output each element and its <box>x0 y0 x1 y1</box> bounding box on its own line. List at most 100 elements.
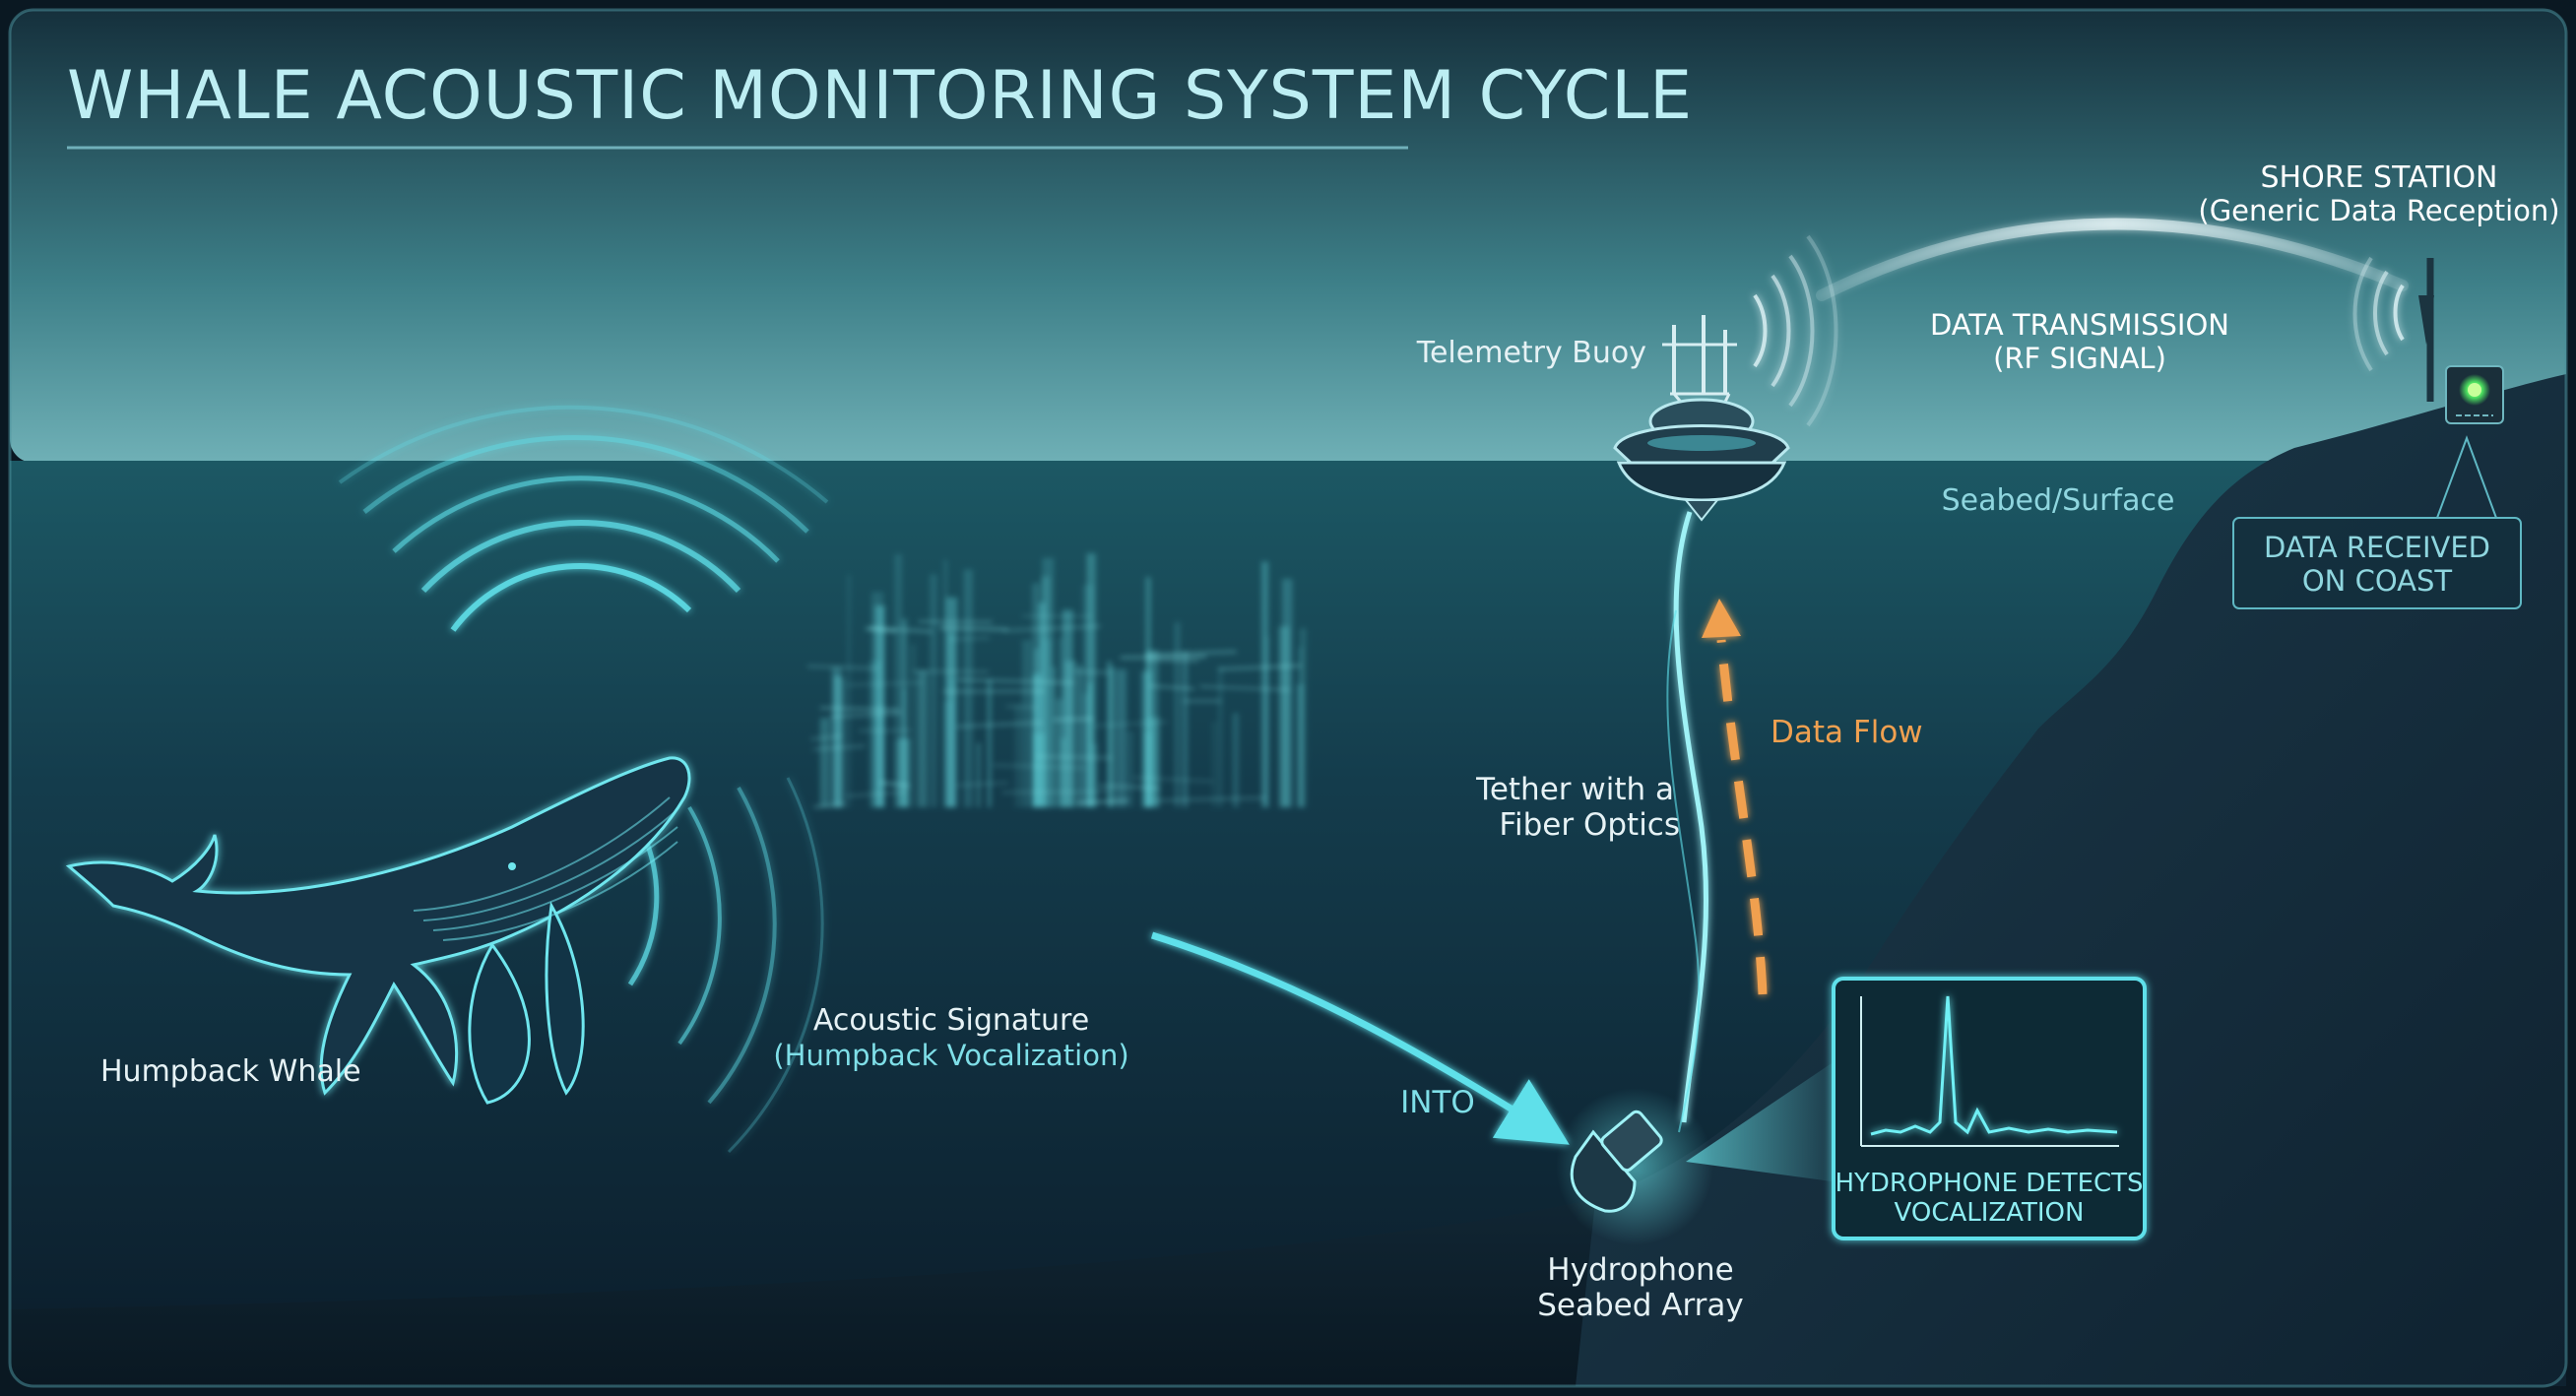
spectrogram-streak <box>1278 626 1290 807</box>
spectrogram-harmonic <box>813 803 846 808</box>
spectrogram-streak <box>943 559 947 807</box>
spectrogram-streak <box>1218 666 1223 807</box>
spectrogram-streak <box>893 740 898 807</box>
received-label-line2: ON COAST <box>2302 564 2453 598</box>
frame-border <box>8 8 2568 1388</box>
spectrogram-streak <box>1261 561 1268 807</box>
spectrogram-streak <box>833 675 842 807</box>
data-flow-label: Data Flow <box>1771 715 1923 750</box>
whale-label: Humpback Whale <box>100 1054 361 1089</box>
spectrogram-harmonic <box>846 791 908 797</box>
spectrogram-harmonic <box>869 626 933 633</box>
spectrogram-streak <box>917 670 928 807</box>
spectrogram-harmonic <box>912 669 989 673</box>
seabed-floor <box>10 1132 1822 1386</box>
sky-area <box>10 10 2566 463</box>
spectrogram-streak <box>1107 661 1112 807</box>
spectrogram-harmonic <box>810 734 843 740</box>
humpback-whale-icon <box>65 756 691 1105</box>
spectrogram-streak <box>1086 553 1096 807</box>
detect-label-line1: HYDROPHONE DETECTS <box>1835 1169 2143 1198</box>
detect-label-line2: VOCALIZATION <box>1895 1198 2085 1228</box>
spectrogram-harmonic <box>956 782 1008 787</box>
tether-cable <box>1673 511 1709 1123</box>
hydrophone-label-line1: Hydrophone <box>1547 1252 1733 1288</box>
spectrogram-harmonic <box>1199 685 1291 691</box>
spectrogram-harmonic <box>956 722 1043 729</box>
detection-panel: HYDROPHONE DETECTS VOCALIZATION <box>1832 977 2147 1240</box>
spectrogram-harmonic <box>1003 625 1101 632</box>
tether-label-line1: Tether with a <box>1475 772 1674 807</box>
receiver-box-icon <box>2445 365 2504 424</box>
spectrum-plot-icon <box>1860 995 2119 1147</box>
transmission-label-line2: (RF SIGNAL) <box>1993 342 2166 375</box>
spectrogram-streak <box>910 644 917 807</box>
spectrogram-harmonic <box>993 764 1085 769</box>
hydrophone-icon <box>1556 1088 1713 1245</box>
signature-label: Acoustic Signature <box>813 1003 1089 1038</box>
spectrogram-harmonic <box>949 636 990 641</box>
spectrogram-streak <box>1212 721 1217 807</box>
spectrogram-streak <box>963 569 973 807</box>
spectrogram-streak <box>1182 651 1189 807</box>
spectrogram-harmonic <box>1153 796 1266 802</box>
tether-label-line2: Fiber Optics <box>1499 807 1680 843</box>
spectrogram-streak <box>976 742 981 807</box>
spectrogram-streak <box>1082 693 1089 807</box>
spectrogram-harmonic <box>806 665 877 669</box>
spectrogram-harmonic <box>1076 799 1129 804</box>
spectrogram-harmonic <box>830 712 901 719</box>
spectrogram-streak <box>930 574 937 807</box>
spectrogram-harmonic <box>812 744 866 751</box>
spectrogram-harmonic <box>1093 721 1168 728</box>
spectrogram-streak <box>840 677 846 807</box>
page-title: WHALE ACOUSTIC MONITORING SYSTEM CYCLE <box>67 57 1693 135</box>
spectrogram-streak <box>901 618 907 807</box>
spectrogram-streak <box>847 574 851 807</box>
sound-wave-icon <box>338 405 829 1154</box>
spectrogram-streak <box>1127 730 1134 807</box>
spectrogram-harmonic <box>865 627 897 633</box>
spectrogram-streak <box>1109 666 1116 807</box>
spectrogram-harmonic <box>1001 791 1109 793</box>
spectrogram-streak <box>1014 704 1022 807</box>
spectrogram-harmonic <box>1120 656 1206 659</box>
signal-arrow <box>1150 931 1570 1145</box>
spectrogram-harmonic <box>1149 684 1195 690</box>
spectrogram-harmonic <box>879 781 910 788</box>
seabed-surface-label: Seabed/Surface <box>1942 483 2175 518</box>
spectrogram-harmonic <box>1053 718 1094 722</box>
spectrogram-icon <box>806 553 1307 808</box>
spectrogram-harmonic <box>1218 665 1302 670</box>
shore-label-line2: (Generic Data Reception) <box>2198 194 2559 227</box>
spectrogram-streak <box>1300 628 1307 807</box>
received-label-line1: DATA RECEIVED <box>2264 531 2490 564</box>
hydrophone-label-line2: Seabed Array <box>1537 1288 1744 1323</box>
spectrogram-harmonic <box>1073 670 1110 674</box>
telemetry-buoy-icon <box>1613 315 1790 522</box>
spectrogram-streak <box>1056 698 1063 807</box>
spectrogram-streak <box>948 632 953 807</box>
spectrogram-harmonic <box>1145 659 1198 663</box>
spectrogram-streak <box>819 718 830 807</box>
data-received-callout: DATA RECEIVED ON COAST <box>2232 435 2522 609</box>
rf-signal-arc <box>1816 218 2409 301</box>
spectrogram-harmonic <box>819 707 900 711</box>
buoy-label: Telemetry Buoy <box>1416 336 1646 370</box>
transmission-label-line1: DATA TRANSMISSION <box>1930 308 2229 342</box>
data-flow-arrow <box>1716 639 1768 995</box>
spectrogram-streak <box>894 553 903 807</box>
spectrogram-streak <box>1077 665 1082 807</box>
spectrogram-streak <box>875 605 885 807</box>
spectrogram-harmonic <box>939 626 1008 631</box>
detection-beam <box>1686 1063 1832 1181</box>
antenna-tower-icon <box>2352 256 2434 402</box>
spectrogram-streak <box>1041 639 1054 807</box>
spectrogram-harmonic <box>957 678 1074 684</box>
into-label: INTO <box>1400 1085 1475 1120</box>
signature-sublabel: (Humpback Vocalization) <box>773 1039 1128 1072</box>
spectrogram-streak <box>1144 718 1155 807</box>
fiber-optic-line <box>1666 609 1701 1133</box>
spectrogram-streak <box>1064 661 1076 807</box>
